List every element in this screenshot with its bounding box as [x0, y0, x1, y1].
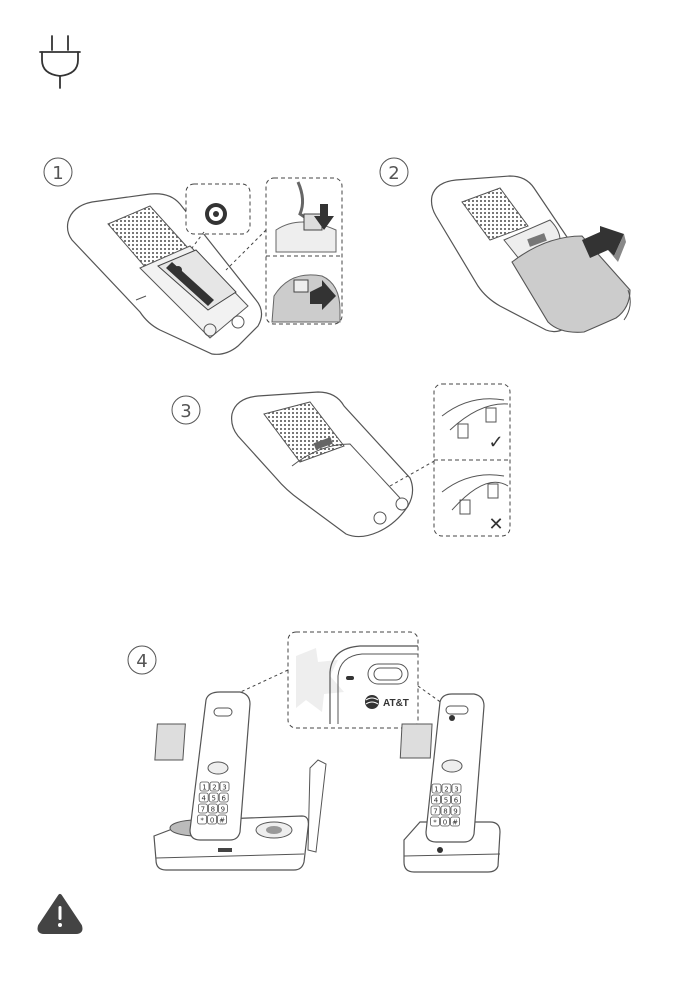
step-4-label: 4: [136, 651, 147, 672]
correct-checkmark-icon: ✓: [488, 432, 503, 452]
att-logo-text: AT&T: [383, 698, 409, 709]
keypad-key-label: 2: [212, 784, 216, 792]
keypad-key-label: 6: [221, 795, 226, 803]
keypad-key-label: 8: [211, 806, 215, 814]
keypad-key-label: 1: [202, 784, 206, 792]
keypad-key-label: 0: [443, 819, 447, 827]
keypad-key-label: 4: [434, 797, 439, 805]
keypad-key-label: 1: [434, 786, 438, 794]
keypad-key-label: 7: [433, 808, 437, 816]
handset-cover-sliding: [432, 176, 631, 332]
keypad-key-label: *: [200, 817, 204, 825]
charging-light-callout: AT&T: [232, 632, 446, 728]
keypad-key-label: 3: [454, 786, 458, 794]
step-3-label: 3: [180, 401, 191, 422]
step-2-number: 2: [380, 158, 408, 186]
warning-icon: [40, 896, 81, 932]
keypad-key-label: #: [452, 819, 458, 827]
step-1-label: 1: [52, 163, 63, 184]
step-2-label: 2: [388, 163, 399, 184]
keypad-key-label: 3: [222, 784, 226, 792]
step-1-number: 1: [44, 158, 72, 186]
keypad-key-label: 2: [444, 786, 448, 794]
keypad-key-label: 7: [201, 806, 205, 814]
keypad-key-label: 5: [444, 797, 448, 805]
power-plug-icon: [40, 36, 80, 88]
keypad-key-label: *: [433, 819, 437, 827]
cover-fit-callout: ✓ ✕: [434, 384, 510, 536]
keypad-key-label: 9: [221, 806, 225, 814]
incorrect-cross-icon: ✕: [488, 514, 503, 534]
keypad-key-label: #: [219, 817, 225, 825]
keypad-key-label: 4: [201, 795, 206, 803]
keypad-key-label: 6: [454, 797, 459, 805]
step-4-number: 4: [128, 646, 156, 674]
keypad-key-label: 5: [211, 795, 215, 803]
keypad-key-label: 9: [453, 808, 457, 816]
base-station: [0, 760, 326, 870]
keypad-key-label: 0: [210, 817, 214, 825]
keypad-key-label: 8: [443, 808, 447, 816]
handset-cover-closed: [232, 392, 436, 537]
step-3-number: 3: [172, 396, 200, 424]
